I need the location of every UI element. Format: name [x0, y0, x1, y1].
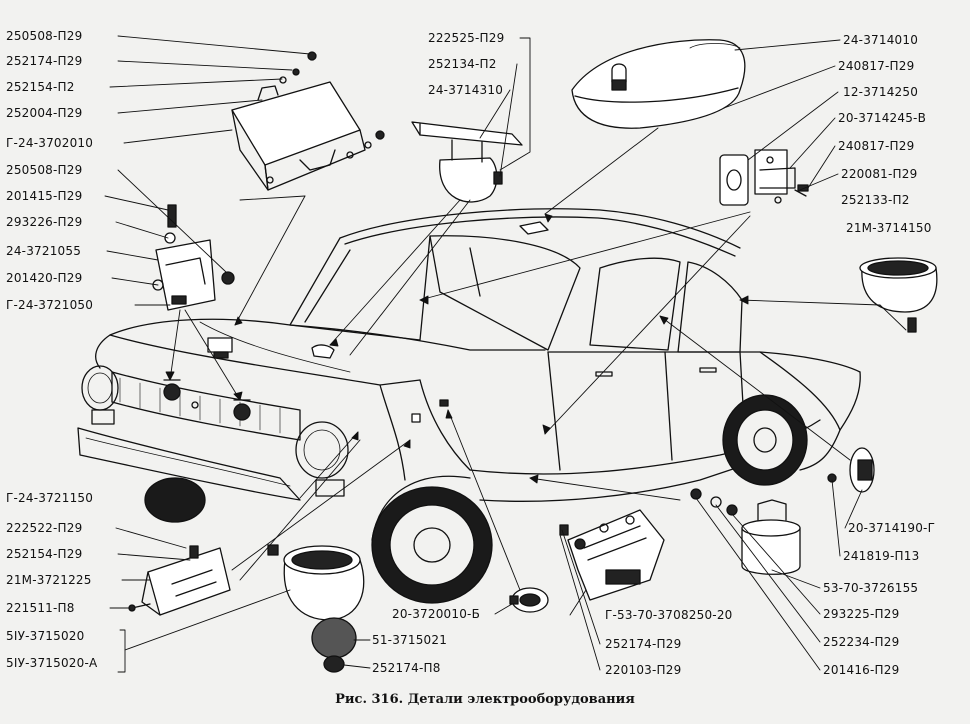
horn-bracket: [153, 205, 234, 310]
part-label: 252004-П29: [6, 106, 83, 120]
part-label: 51-3715021: [372, 633, 448, 647]
part-label: 24-3714310: [428, 83, 504, 97]
part-label: 252174-П29: [6, 54, 83, 68]
wiper-motor: [129, 546, 230, 615]
part-label: 53-70-3726155: [823, 581, 919, 595]
part-label: Г-24-3721150: [6, 491, 94, 505]
ignition-coil: [691, 489, 800, 574]
horns: [164, 380, 250, 420]
part-label: 20-3720010-Б: [392, 607, 481, 621]
relay-box: [232, 52, 384, 190]
part-label: 220081-П29: [841, 167, 918, 181]
part-label: 241819-П13: [843, 549, 920, 563]
part-label: 24-3721055: [6, 244, 82, 258]
part-label: Г-24-3721050: [6, 298, 94, 312]
dome-lamp: [572, 40, 745, 128]
part-label: 252174-П8: [372, 661, 441, 675]
part-label: Г-53-70-3708250-20: [605, 608, 733, 622]
part-label: 252133-П2: [841, 193, 910, 207]
part-label: 21М-3721225: [6, 573, 92, 587]
fuse-box: [560, 510, 664, 600]
part-label: 201415-П29: [6, 189, 83, 203]
part-label: 201420-П29: [6, 271, 83, 285]
part-label: 252174-П29: [605, 637, 682, 651]
oil-pressure-sensor: [510, 588, 548, 612]
part-label: 220103-П29: [605, 663, 682, 677]
figure-caption: Рис. 316. Детали электрооборудования: [335, 692, 635, 707]
leader-lines: [105, 36, 906, 672]
part-label: 252134-П2: [428, 57, 497, 71]
part-label: 293226-П29: [6, 215, 83, 229]
part-label: 252154-П29: [6, 547, 83, 561]
trunk-lamp: [860, 258, 937, 332]
part-label: 222522-П29: [6, 521, 83, 535]
part-label: 293225-П29: [823, 607, 900, 621]
part-label: 252154-П2: [6, 80, 75, 94]
hood-light-switch: [312, 345, 334, 358]
door-switch: [720, 150, 808, 205]
part-label: 240817-П29: [838, 139, 915, 153]
part-label: 20-3714245-В: [838, 111, 927, 125]
part-label: 12-3714250: [843, 85, 919, 99]
part-label: 222525-П29: [428, 31, 505, 45]
part-label: 250508-П29: [6, 29, 83, 43]
part-label: 250508-П29: [6, 163, 83, 177]
fender-signals: [412, 400, 448, 422]
part-label: 221511-П8: [6, 601, 75, 615]
part-label: 201416-П29: [823, 663, 900, 677]
part-label: 5IУ-3715020-А: [6, 656, 98, 670]
car-body: [78, 209, 860, 603]
part-label: 24-3714010: [843, 33, 919, 47]
part-label: 252234-П29: [823, 635, 900, 649]
part-label: 240817-П29: [838, 59, 915, 73]
rear-view-mirror: [412, 122, 522, 202]
sound-signal: [268, 545, 364, 672]
part-label: Г-24-3702010: [6, 136, 94, 150]
door-lamp-rear: [828, 448, 874, 492]
part-label: 5IУ-3715020: [6, 629, 85, 643]
hood-lamp: [208, 338, 232, 358]
part-label: 21М-3714150: [846, 221, 932, 235]
part-label: 20-3714190-Г: [848, 521, 936, 535]
